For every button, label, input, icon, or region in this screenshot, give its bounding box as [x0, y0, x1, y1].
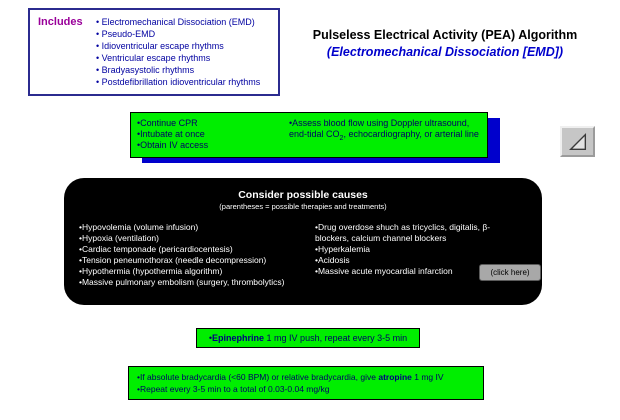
- causes-left-column: •Hypovolemia (volume infusion) •Hypoxia …: [79, 222, 314, 288]
- includes-box: Includes • Electromechanical Dissociatio…: [28, 8, 280, 96]
- cause-item: •Hypoxia (ventilation): [79, 233, 159, 243]
- next-page-button[interactable]: [560, 126, 595, 157]
- includes-item: • Idioventricular escape rhythms: [96, 41, 224, 51]
- epi-bullet: •: [208, 333, 213, 343]
- cause-item: •Hypovolemia (volume infusion): [79, 222, 199, 232]
- atropine-line1: •If absolute bradycardia (<60 BPM) or re…: [137, 371, 483, 383]
- action-item: •Intubate at once: [137, 129, 205, 139]
- cause-item: •Acidosis: [315, 255, 350, 265]
- cause-item: •Drug overdose shuch as tricyclics, digi…: [315, 222, 491, 243]
- initial-actions-right-column: •Assess blood flow using Doppler ultraso…: [289, 113, 487, 157]
- cause-item: •Massive pulmonary embolism (surgery, th…: [79, 277, 285, 287]
- assess-text: •Assess blood flow using Doppler ultraso…: [289, 118, 470, 139]
- causes-right-column: •Drug overdose shuch as tricyclics, digi…: [315, 222, 513, 277]
- title-block: Pulseless Electrical Activity (PEA) Algo…: [285, 28, 605, 59]
- page-title: Pulseless Electrical Activity (PEA) Algo…: [312, 28, 578, 42]
- includes-item: • Bradyasystolic rhythms: [96, 65, 195, 75]
- includes-label: Includes: [38, 16, 83, 28]
- includes-item: • Postdefibrillation idioventricular rhy…: [96, 77, 261, 87]
- epi-dose-text: 1 mg IV push, repeat every 3-5 min: [264, 333, 408, 343]
- includes-item: • Electromechanical Dissociation (EMD): [96, 17, 255, 27]
- includes-list: • Electromechanical Dissociation (EMD) •…: [96, 10, 260, 94]
- includes-item: • Ventricular escape rhythms: [96, 53, 211, 63]
- initial-actions-box: •Continue CPR •Intubate at once •Obtain …: [130, 112, 488, 158]
- atropine-line1-post: 1 mg IV: [411, 372, 444, 382]
- atropine-line2: •Repeat every 3-5 min to a total of 0.03…: [137, 384, 330, 394]
- causes-subtitle: (parentheses = possible therapies and tr…: [219, 202, 387, 211]
- includes-item: • Pseudo-EMD: [96, 29, 156, 39]
- triangle-icon: [568, 132, 586, 150]
- action-item: •Continue CPR: [137, 118, 198, 128]
- epi-drug-name: Epinephrine: [212, 333, 265, 343]
- click-here-button[interactable]: (click here): [479, 264, 541, 281]
- causes-title: Consider possible causes: [238, 189, 368, 201]
- cause-item: •Tension peneumothorax (needle decompres…: [79, 255, 267, 265]
- initial-actions-left-column: •Continue CPR •Intubate at once •Obtain …: [131, 113, 289, 157]
- co2-subscript: 2: [339, 134, 344, 142]
- atropine-drug-name: atropine: [378, 372, 412, 382]
- action-item: •Obtain IV access: [137, 140, 209, 150]
- page-subtitle: (Electromechanical Dissociation [EMD]): [326, 45, 564, 59]
- atropine-line1-pre: •If absolute bradycardia (<60 BPM) or re…: [137, 372, 379, 382]
- epinephrine-box: •Epinephrine 1 mg IV push, repeat every …: [196, 328, 420, 348]
- cause-item: •Hyperkalemia: [315, 244, 370, 254]
- cause-item: •Cardiac temponade (pericardiocentesis): [79, 244, 233, 254]
- atropine-box: •If absolute bradycardia (<60 BPM) or re…: [128, 366, 484, 400]
- cause-item: •Hypothermia (hypothermia algorithm): [79, 266, 223, 276]
- causes-box: Consider possible causes (parentheses = …: [64, 178, 542, 305]
- cause-item: •Massive acute myocardial infarction: [315, 266, 453, 276]
- assess-text-cont: , echocardiography, or arterial line: [343, 129, 479, 139]
